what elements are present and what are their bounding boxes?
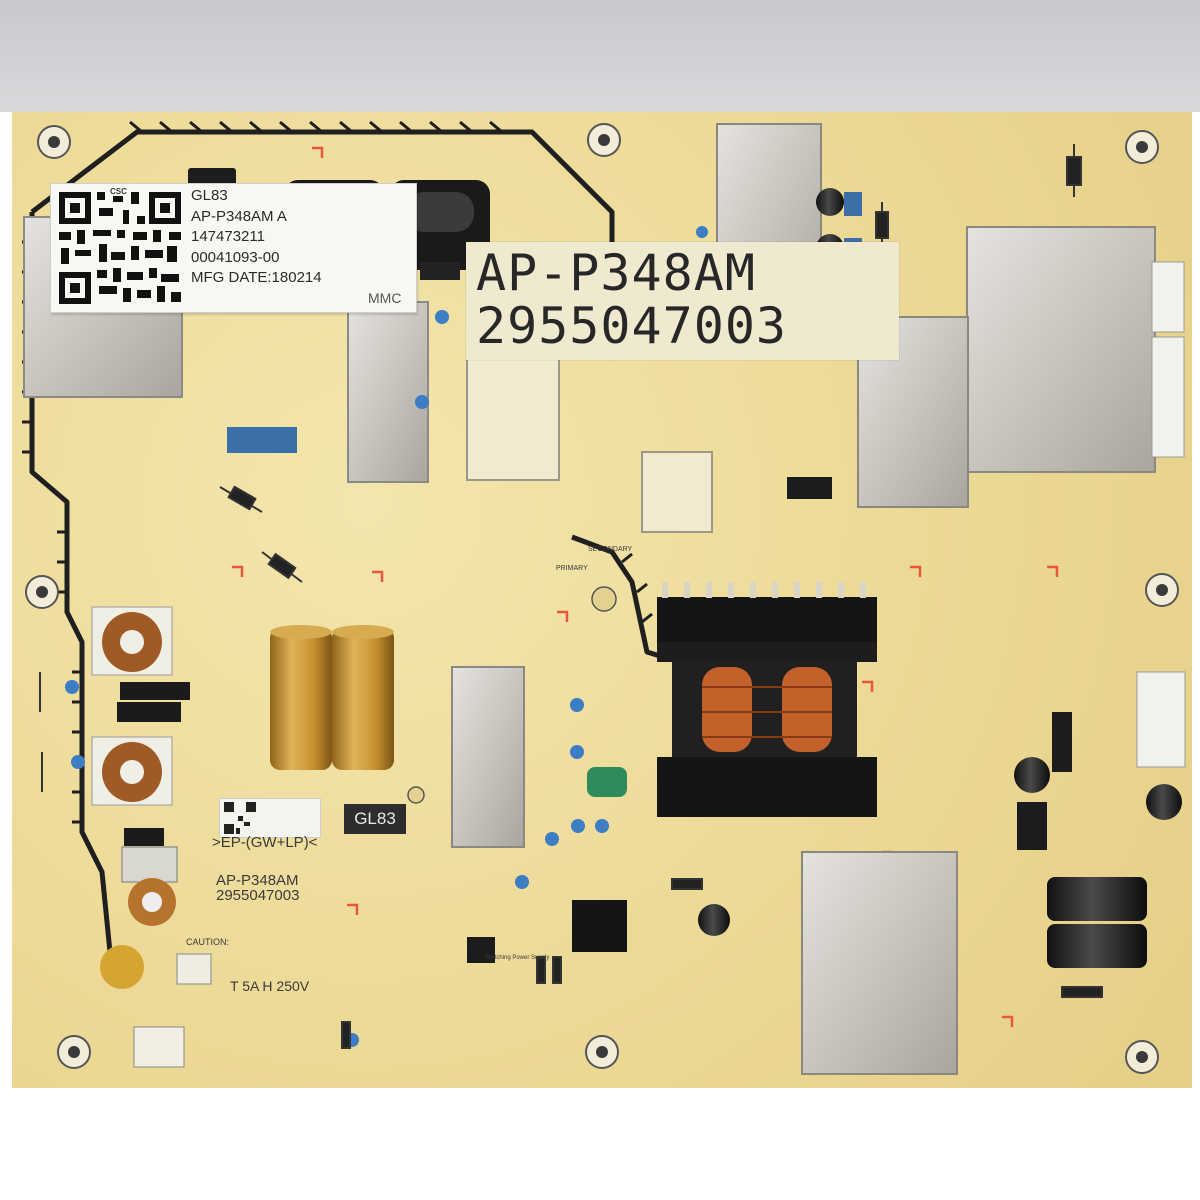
small-inductor-box: [641, 451, 713, 533]
qr-code: [53, 186, 187, 310]
small-qr-label: [219, 798, 321, 838]
silk-secondary: SECONDARY: [588, 546, 633, 553]
heatsink-left-mid: [347, 301, 429, 483]
pin-header: [1052, 712, 1072, 772]
tag-model: AP-P348AM: [476, 244, 756, 302]
output-capacitors: [698, 757, 1182, 968]
background-top: [0, 0, 1200, 112]
label-corner-text: MMC: [368, 290, 402, 306]
label-line-1: GL83: [191, 187, 228, 204]
silk-variant: >EP-(GW+LP)<: [212, 834, 318, 851]
diodes-resistors: [39, 144, 1103, 1049]
heatsink-right: [966, 226, 1156, 473]
silk-primary: PRIMARY: [556, 565, 588, 572]
silk-fuse-rating: T 5A H 250V: [230, 978, 310, 994]
tag-part-number: 2955047003: [476, 297, 788, 355]
background-bottom: [0, 1088, 1200, 1200]
mounting-holes: [25, 123, 1179, 1074]
silk-csc: CSC: [110, 187, 127, 196]
bulk-capacitors: [270, 625, 394, 770]
controller-ic: [467, 937, 495, 963]
silk-model: AP-P348AM: [216, 872, 299, 889]
fuse: [176, 953, 212, 985]
heatsink-center: [451, 666, 525, 848]
thermistor: [100, 945, 144, 989]
silk-badge: GL83: [344, 804, 406, 834]
silk-caution: CAUTION:: [186, 937, 230, 947]
small-qr-code: [222, 800, 258, 836]
product-label-sticker: GL83 AP-P348AM A 147473211 00041093-00 M…: [50, 183, 417, 313]
connector-right-bottom: [1136, 671, 1186, 768]
mosfet: [787, 477, 832, 499]
label-line-3: 147473211: [191, 228, 265, 245]
bridge-rectifier: [120, 682, 190, 700]
toroid-chokes: [91, 606, 181, 926]
label-line-2: AP-P348AM A: [191, 207, 287, 225]
silk-switching: Switching Power Supply: [485, 955, 550, 961]
heatsink-bottom-right: [801, 851, 958, 1075]
label-line-4: 00041093-00: [191, 248, 280, 266]
ac-input-connector: [133, 1026, 185, 1068]
llc-transformer: [657, 582, 877, 817]
connector-right-mid: [1151, 336, 1185, 458]
standby-transformer: [572, 900, 627, 952]
part-number-tag: AP-P348AM 2955047003: [466, 242, 899, 360]
film-capacitor: [227, 427, 297, 453]
x-capacitor: [587, 767, 627, 797]
connector-right-top: [1151, 261, 1185, 333]
silk-part-number: 2955047003: [216, 887, 300, 904]
label-text-block: GL83 AP-P348AM A 147473211 00041093-00 M…: [191, 186, 322, 289]
ceramic-capacitors: [65, 226, 708, 1047]
label-line-5: MFG DATE:180214: [191, 269, 322, 286]
